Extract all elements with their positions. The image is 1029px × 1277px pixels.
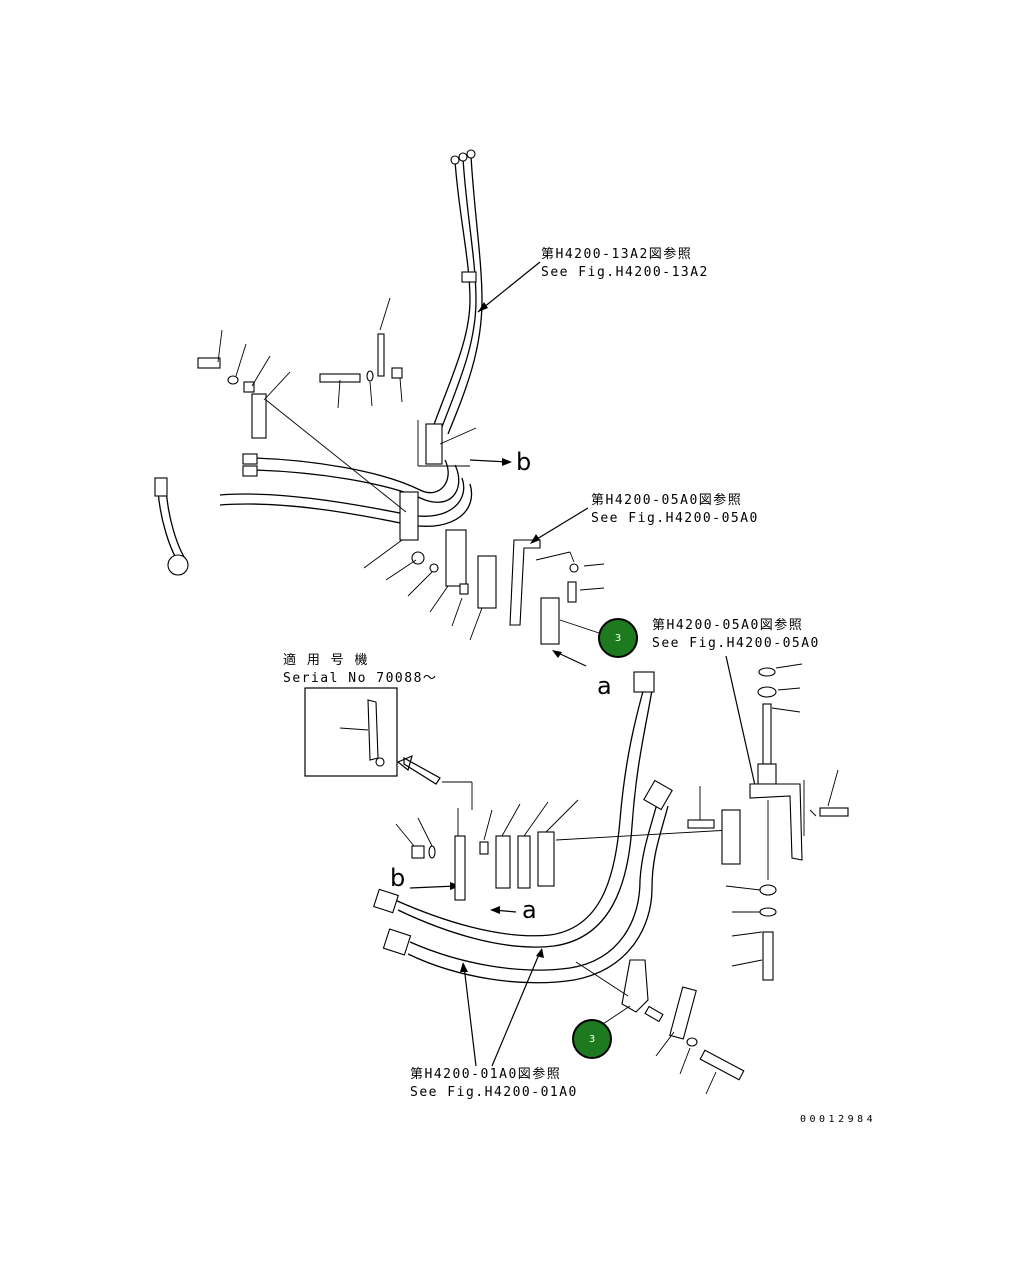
serial-inset: [304, 687, 473, 810]
serial-note-jp: 適 用 号 機: [283, 653, 369, 668]
lower-clamp-parts: [395, 799, 731, 901]
drawing-number: 00012984: [800, 1114, 877, 1125]
callout-number: 3: [614, 632, 622, 644]
reference-label-4: 第H4200-01A0図参照 See Fig.H4200-01A0: [410, 1066, 578, 1102]
lower-hoses: [373, 671, 673, 984]
reference-jp-2: 第H4200-05A0図参照: [591, 493, 743, 508]
middle-hose-bundle: [154, 453, 579, 645]
letter-a-right: a: [597, 672, 612, 700]
letter-b-lower: b: [390, 864, 406, 892]
reference-en-4: See Fig.H4200-01A0: [410, 1085, 578, 1100]
bottom-clamp-cluster: [575, 959, 745, 1095]
reference-jp-3: 第H4200-05A0図参照: [652, 618, 804, 633]
serial-note-en: Serial No 70088～: [283, 671, 438, 686]
mid-leaders: [363, 420, 605, 641]
right-bracket: [687, 663, 849, 981]
callout-badge-upper[interactable]: 3: [598, 618, 638, 658]
upper-hose-bundle: [425, 149, 483, 465]
upper-left-fasteners: [197, 297, 407, 513]
reference-en-2: See Fig.H4200-05A0: [591, 511, 759, 526]
reference-jp-1: 第H4200-13A2図参照: [541, 247, 693, 262]
reference-arrows: [409, 261, 760, 1067]
callout-badge-lower[interactable]: 3: [572, 1019, 612, 1059]
letter-a-lower: a: [522, 896, 537, 924]
letter-b-upper: b: [516, 448, 532, 476]
reference-label-1: 第H4200-13A2図参照 See Fig.H4200-13A2: [541, 246, 709, 282]
reference-en-3: See Fig.H4200-05A0: [652, 636, 820, 651]
callout-number: 3: [588, 1033, 596, 1045]
reference-label-2: 第H4200-05A0図参照 See Fig.H4200-05A0: [591, 492, 759, 528]
reference-label-3: 第H4200-05A0図参照 See Fig.H4200-05A0: [652, 617, 820, 653]
reference-en-1: See Fig.H4200-13A2: [541, 265, 709, 280]
serial-note: 適 用 号 機 Serial No 70088～: [283, 652, 437, 688]
reference-jp-4: 第H4200-01A0図参照: [410, 1067, 562, 1082]
